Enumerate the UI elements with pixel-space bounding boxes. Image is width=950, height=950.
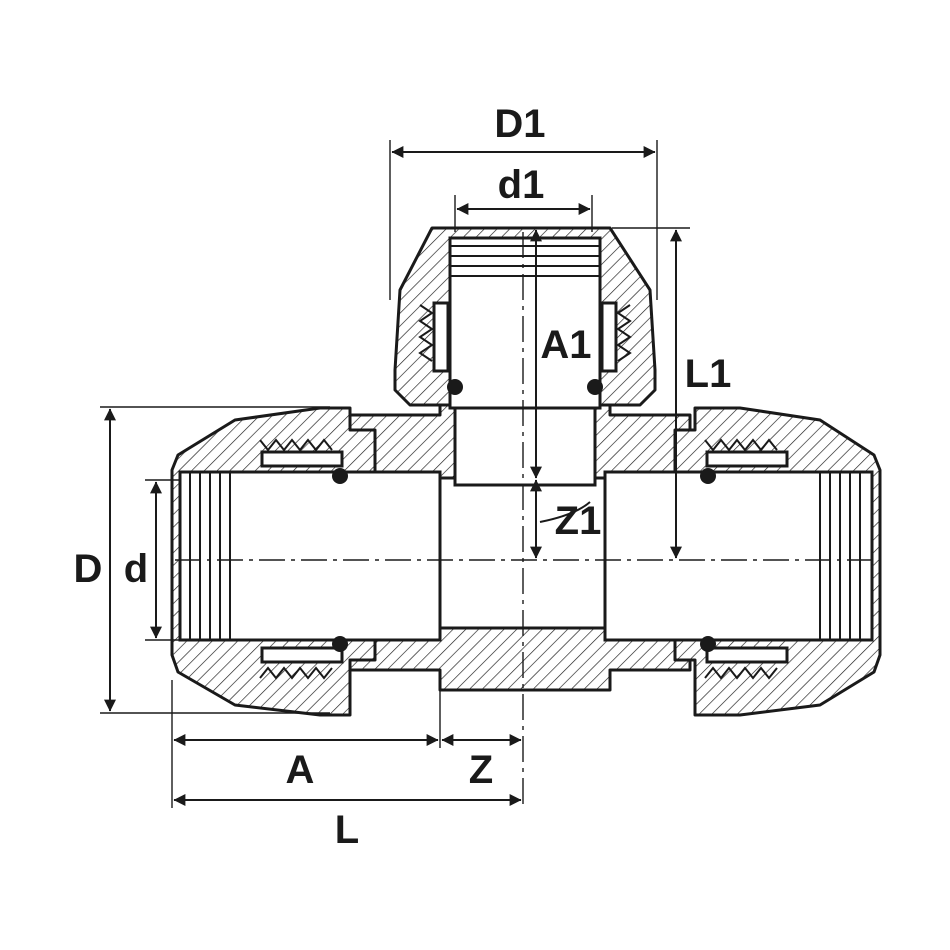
right-o-ring-bottom [700,636,716,652]
center-lines [175,232,880,810]
label-L1: L1 [685,352,732,396]
label-A1: A1 [540,323,591,367]
label-d: d [124,547,148,591]
left-compression-nut [170,406,442,717]
left-o-ring-bottom [332,636,348,652]
label-L: L [335,808,359,852]
label-A: A [286,748,315,792]
top-o-ring-left [447,379,463,395]
label-D1: D1 [494,102,545,146]
label-D: D [74,547,103,591]
dimension-labels: D1 d1 A1 L1 Z1 D d A Z L [74,102,732,852]
dimension-lines [100,140,690,808]
label-Z1: Z1 [555,499,602,543]
top-o-ring-right [587,379,603,395]
label-d1: d1 [498,163,545,207]
left-o-ring-top [332,468,348,484]
top-compression-nut [393,226,657,410]
label-Z: Z [469,748,493,792]
right-o-ring-top [700,468,716,484]
right-compression-nut [603,406,882,717]
